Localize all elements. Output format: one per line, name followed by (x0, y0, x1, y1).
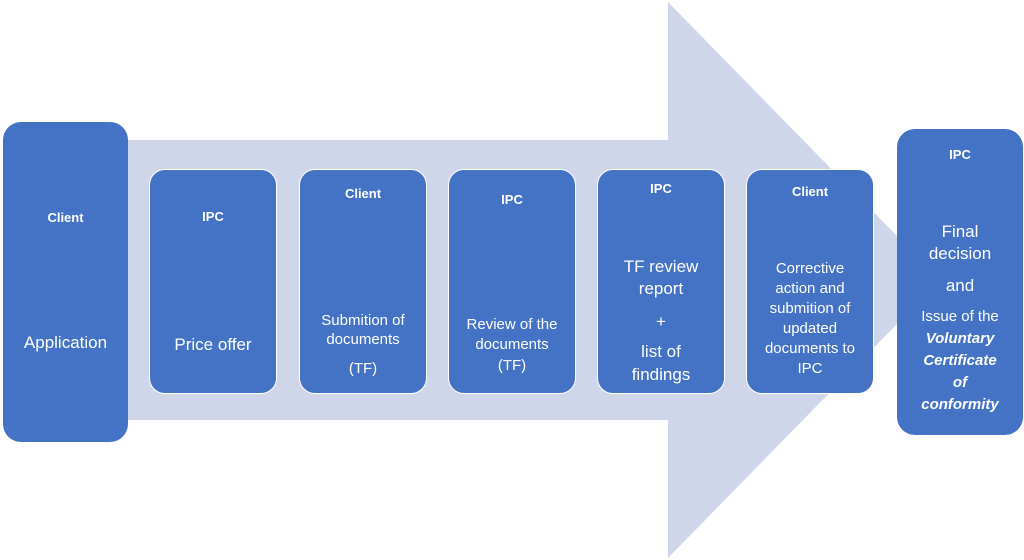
step-text: action and (775, 280, 845, 297)
step-text: Corrective (775, 260, 845, 277)
step-price-offer: IPC Price offer (149, 169, 277, 394)
step-text: + (656, 312, 666, 331)
step-actor: IPC (949, 147, 971, 162)
step-actor: IPC (202, 209, 224, 224)
step-text: list of (641, 342, 681, 361)
step-text: documents (326, 331, 400, 348)
step-corrective-action: Client Corrective action and submition o… (746, 169, 874, 394)
step-text: Voluntary (925, 330, 995, 347)
step-text: findings (631, 365, 691, 384)
step-text: conformity (921, 396, 999, 413)
step-text: IPC (797, 360, 823, 377)
step-actor: IPC (650, 181, 672, 196)
step-text: Application (23, 333, 108, 352)
step-text: report (638, 279, 684, 298)
step-final-decision: IPC Final decision and Issue of the Volu… (897, 129, 1023, 435)
step-actor: IPC (501, 192, 523, 207)
step-text: updated (782, 320, 838, 337)
step-text: TF review (623, 257, 699, 276)
step-text: Price offer (174, 335, 252, 354)
step-text: of (952, 374, 968, 391)
step-text: Final (941, 222, 979, 241)
step-text: Issue of the (921, 308, 999, 325)
step-text: (TF) (348, 360, 378, 377)
step-text: documents (475, 336, 549, 353)
step-review: IPC Review of the documents (TF) (448, 169, 576, 394)
step-text: documents to (764, 340, 856, 357)
step-text: Submition of (321, 312, 405, 329)
step-text: decision (928, 244, 992, 263)
step-actor: Client (344, 186, 382, 201)
step-text: Review of the (466, 316, 558, 333)
step-text: Certificate (923, 352, 997, 369)
step-actor: Client (791, 184, 829, 199)
step-actor: Client (47, 210, 84, 225)
step-text: and (945, 276, 975, 295)
step-application: Client Application (3, 122, 128, 442)
step-submission: Client Submition of documents (TF) (299, 169, 427, 394)
step-text: submition of (769, 300, 851, 317)
step-tf-report: IPC TF review report + list of findings (597, 169, 725, 394)
step-text: (TF) (497, 357, 527, 374)
